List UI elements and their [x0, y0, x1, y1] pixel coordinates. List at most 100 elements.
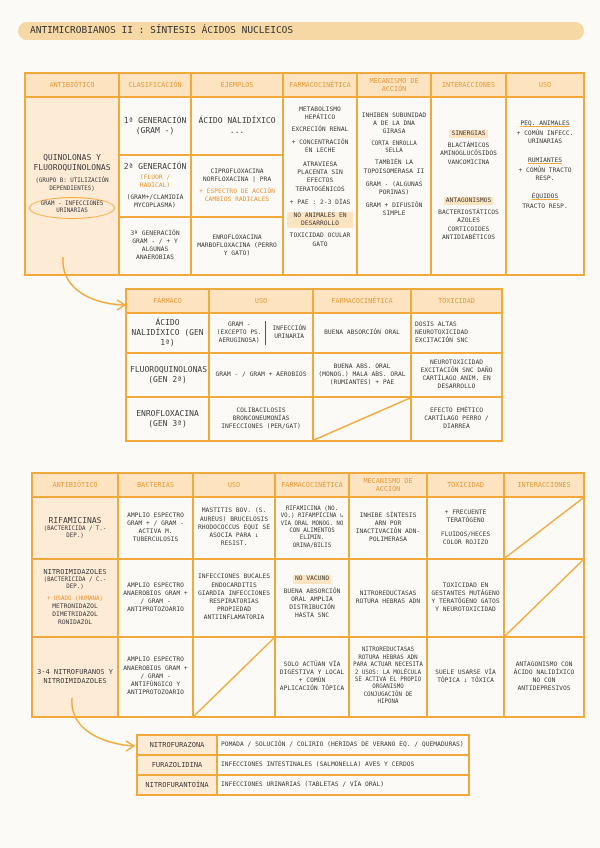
t3-r3-name: 3-4 NITROFURANOS Y NITROIMIDAZOLES: [37, 668, 113, 685]
header-interactions: INTERACCIONES: [430, 72, 507, 98]
t2-r2-pk: BUENA ABS. ORAL (MONOG.) MALA ABS. ORAL …: [312, 352, 412, 398]
gen3-cell: 3ª GENERACIÓN GRAM - / + Y ALGUNAS ANAER…: [118, 216, 192, 276]
t2-r2-toxicity: NEUROTOXICIDAD EXCITACIÓN SNC DAÑO CARTÍ…: [410, 352, 503, 398]
t3-r1-sub: (BACTERICIDA / T.-DEP.): [43, 525, 107, 539]
pk-line-7: TOXICIDAD OCULAR GATO: [289, 232, 351, 248]
pk-line-6: NO ANIMALES EN DESARROLLO: [287, 212, 353, 229]
header-mechanism: MECANISMO DE ACCIÓN: [356, 72, 432, 98]
t3-r1-bacteria: AMPLIO ESPECTRO GRAM + / GRAM - ACTIVA M…: [117, 496, 194, 560]
page-title: ANTIMICROBIANOS II : SÍNTESIS ÁCIDOS NUC…: [18, 22, 584, 40]
pk-line-2: EXCRECIÓN RENAL: [291, 126, 349, 134]
t3-r3-toxicity: SUELE USARSE VÍA TÓPICA ↓ TÓXICA: [426, 636, 505, 718]
t2-r1-use: GRAM - (EXCEPTO PS. AERUGINOSA) INFECCIÓ…: [208, 312, 314, 354]
t3-r2-pk-a: NO VACUNO: [292, 575, 332, 584]
t3-r3-mechanism: NITROREDUCTASAS ROTURA HEBRAS ADN PARA A…: [348, 636, 428, 718]
t3-r3-use-empty: [192, 636, 276, 718]
quinolones-cell: QUINOLONAS Y FLUOROQUINOLONAS (GRUPO B: …: [24, 96, 120, 276]
int-antagonism-title: ANTAGONISMOS: [443, 196, 494, 206]
t4-r2-drug: FURAZOLIDINA: [136, 754, 218, 776]
t2-header-use: USO: [208, 288, 314, 314]
ex1-cell: ÁCIDO NALIDÍXICO ...: [190, 96, 284, 156]
t4-r2-use: INFECCIONES INTESTINALES (SALMONELLA) AV…: [216, 754, 470, 776]
t2-header-pk: FARMACOCINÉTICA: [312, 288, 412, 314]
gen2-spectrum: (GRAM+/CLAMIDIA MYCOPLASMA): [126, 194, 184, 210]
t3-header-antibiotic: ANTIBIÓTICO: [31, 472, 119, 498]
ex3-cell: ENROFLOXACINA MARBOFLOXACINA (PERRO Y GA…: [190, 216, 284, 276]
gen2-title: 2ª GENERACIÓN: [123, 161, 187, 171]
arrow-connector-1: [62, 256, 127, 311]
t3-r2-list: METRONIDAZOL DIMETRIDAZOL RONIDAZOL: [52, 602, 98, 627]
t2-r1-drug: ÁCIDO NALIDÍXICO (GEN 1ª): [125, 312, 210, 354]
t3-r2-mechanism: NITROREDUCTASAS ROTURA HEBRAS ADN: [348, 558, 428, 638]
t3-r3-name-cell: 3-4 NITROFURANOS Y NITROIMIDAZOLES: [31, 636, 119, 718]
t3-r1-mechanism: INHIBE SÍNTESIS ARN POR INACTIVACIÓN ADN…: [348, 496, 428, 560]
t3-r1-name-cell: RIFAMICINAS (BACTERICIDA / T.-DEP.): [31, 496, 119, 560]
t2-r3-toxicity: EFECTO EMÉTICO CARTÍLAGO PERRO / DIARREA: [410, 396, 503, 442]
use-ruminants: RUMIANTES: [527, 156, 563, 164]
t4-r1-use: POMADA / SOLUCIÓN / COLIRIO (HERIDAS DE …: [216, 734, 470, 756]
pk-cell: METABOLISMO HEPÁTICO EXCRECIÓN RENAL + C…: [282, 96, 358, 276]
t3-header-bacteria: BACTERIAS: [117, 472, 194, 498]
t3-r2-name: NITROIMIDAZOLES: [43, 568, 107, 577]
t3-header-pk: FARMACOCINÉTICA: [274, 472, 350, 498]
pk-line-1: METABOLISMO HEPÁTICO: [299, 106, 341, 122]
int-synergy-title: SINERGIAS: [449, 130, 488, 139]
mechanism-cell: INHIBEN SUBUNIDAD A DE LA DNA GIRASA COR…: [356, 96, 432, 276]
t2-header-toxicity: TOXICIDAD: [410, 288, 503, 314]
t4-r1-drug: NITROFURAZONA: [136, 734, 218, 756]
t2-r3-drug: ENROFLOXACINA (GEN 3ª): [125, 396, 210, 442]
mech-line-1: INHIBEN SUBUNIDAD A DE LA DNA GIRASA: [361, 112, 427, 136]
quinolones-note: (GRUPO B: UTILIZACIÓN DEPENDIENTES): [35, 178, 109, 192]
t3-r1-pk: RIFAMICINA (NO. VO.) RIFAMPICINA ↳ VIA O…: [274, 496, 350, 560]
t3-header-mechanism: MECANISMO DE ACCIÓN: [348, 472, 428, 498]
use-small-animals-note: + COMÚN INFECC. URINARIAS: [516, 130, 574, 146]
t3-r2-interactions-empty: [503, 558, 585, 638]
ex2-note: + ESPECTRO DE ACCIÓN CAMBIOS RADICALES: [199, 187, 275, 203]
header-classification: CLASIFICACIÓN: [118, 72, 192, 98]
t2-r1-use-a: GRAM - (EXCEPTO PS. AERUGINOSA): [216, 321, 262, 344]
pk-line-4: ATRAVIESA PLACENTA SIN EFECTOS TERATOGÉN…: [295, 161, 345, 193]
use-equids: ÉQUIDOS: [531, 193, 559, 201]
header-antibiotic: ANTIBIÓTICO: [24, 72, 120, 98]
use-small-animals: PEQ. ANIMALES: [520, 120, 570, 127]
use-ruminants-note: + COMÚN TRACTO RESP.: [518, 166, 572, 183]
t2-r3-pk-empty: [312, 396, 412, 442]
ex2-drugs: CIPROFLOXACINA NORFLOXACINA: [202, 168, 264, 184]
pk-line-5: + PAE : 2-3 DÍAS: [289, 198, 351, 206]
mech-line-4: GRAM - (ALGUNAS PORINAS): [365, 180, 423, 197]
header-use: USO: [505, 72, 585, 98]
quinolones-table: ANTIBIÓTICO CLASIFICACIÓN EJEMPLOS FARMA…: [24, 72, 585, 276]
t3-r1-tox-a: + FRECUENTE TERATÓGENO: [444, 508, 487, 524]
t3-r1-use: MASTITIS BOV. (S. AUREUS) BRUCELOSIS RHO…: [192, 496, 276, 560]
nitrofurans-table: NITROFURAZONA POMADA / SOLUCIÓN / COLIRI…: [136, 734, 470, 796]
t2-r2-use: GRAM - / GRAM + AEROBIOS: [208, 352, 314, 398]
int-antagonism-list: BACTERIOSTÁTICOS AZOLES CORTICOIDES ANTI…: [438, 209, 499, 241]
t4-r3-use: INFECCIONES URINARIAS (TABLETAS / VÍA OR…: [216, 774, 470, 796]
t2-header-drug: FÁRMACO: [125, 288, 210, 314]
t3-header-toxicity: TOXICIDAD: [426, 472, 505, 498]
t3-r2-note: + USADO (HUMANA): [47, 595, 103, 602]
t2-r2-use-b: GRAM + AEROBIOS: [249, 370, 307, 378]
arrow-connector-2: [71, 697, 136, 752]
t3-r2-pk: NO VACUNO BUENA ABSORCIÓN ORAL AMPLIA DI…: [274, 558, 350, 638]
t3-r1-interactions-empty: [503, 496, 585, 560]
mech-line-2: CORTA ENROLLA SELLA: [371, 140, 417, 155]
use-equids-note: TRACTO RESP.: [522, 203, 568, 211]
gen2-sub: (FLUOR / RADICAL): [139, 173, 171, 189]
t3-r2-toxicity: TOXICIDAD EN GESTANTES MUTÁGENO Y TERATÓ…: [426, 558, 505, 638]
ex2-pra: PRA: [259, 176, 272, 184]
t2-r1-pk: BUENA ABSORCIÓN ORAL: [312, 312, 412, 354]
t2-r2-use-a: GRAM -: [215, 370, 239, 378]
header-examples: EJEMPLOS: [190, 72, 284, 98]
drug-details-table: FÁRMACO USO FARMACOCINÉTICA TOXICIDAD ÁC…: [125, 288, 503, 442]
gen1-cell: 1ª GENERACIÓN (GRAM -): [118, 96, 192, 156]
t3-r2-sub: (BACTERICIDA / C.-DEP.): [43, 576, 107, 591]
t4-r3-drug: NITROFURANTOÍNA: [136, 774, 218, 796]
t3-r3-bacteria: AMPLIO ESPECTRO ANAEROBIOS GRAM + / GRAM…: [117, 636, 194, 718]
t2-r1-toxicity: DOSIS ALTAS NEUROTOXICIDAD EXCITACIÓN SN…: [410, 312, 503, 354]
quinolones-name: QUINOLONAS Y FLUOROQUINOLONAS: [33, 153, 111, 173]
t3-r3-pk: SOLO ACTÚAN VÍA DIGESTIVA Y LOCAL + COMÚ…: [274, 636, 350, 718]
t2-r1-use-b: INFECCIÓN URINARIA: [265, 321, 309, 345]
t3-r2-bacteria: AMPLIO ESPECTRO ANAEROBIOS GRAM + / GRAM…: [117, 558, 194, 638]
t3-r1-name: RIFAMICINAS: [48, 515, 102, 525]
